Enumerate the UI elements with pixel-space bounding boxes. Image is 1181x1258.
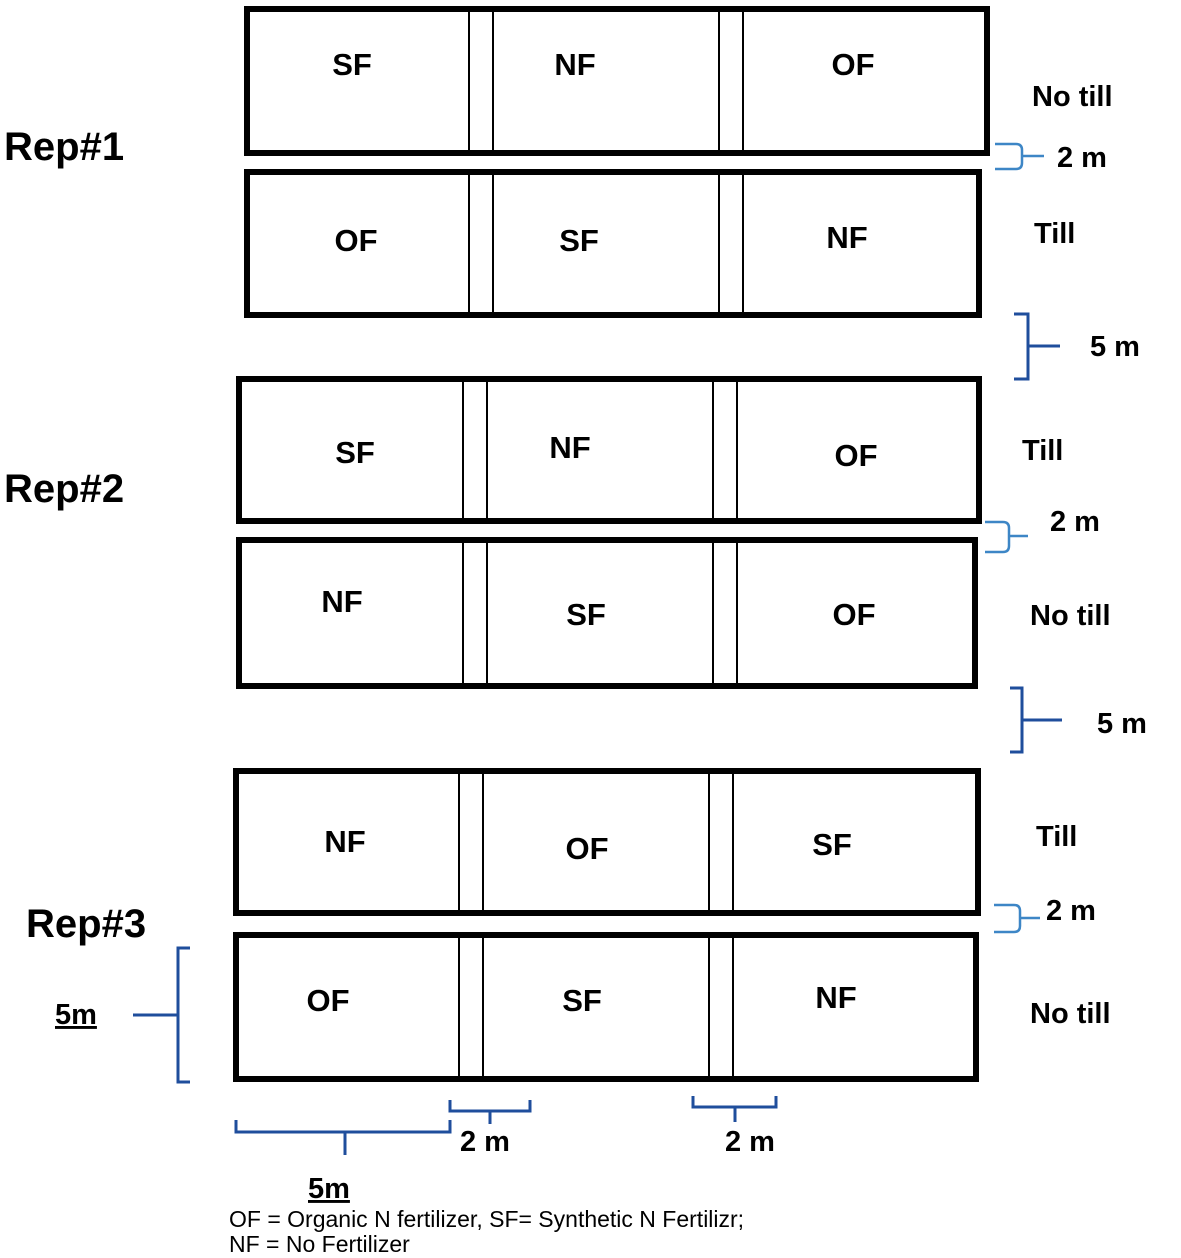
legend-line: OF = Organic N fertilizer, SF= Synthetic… <box>229 1206 744 1232</box>
tillage-label: Till <box>1022 435 1063 467</box>
plot-label: NF <box>815 980 856 1015</box>
plot-label: NF <box>554 47 595 82</box>
plot-width-label: 5m <box>308 1173 350 1205</box>
gap-bracket <box>1014 312 1060 381</box>
legend-line: NF = No Fertilizer <box>229 1231 410 1257</box>
gap-label: 5 m <box>1097 708 1147 740</box>
gap-label: 2 m <box>1046 895 1096 927</box>
gap-label: 2 m <box>1057 142 1107 174</box>
plot-label: NF <box>321 584 362 619</box>
plot-height-bracket <box>133 946 190 1084</box>
tillage-label: No till <box>1032 81 1113 113</box>
gap-bracket <box>994 903 1040 934</box>
plot-label: NF <box>324 824 365 859</box>
gap-bracket <box>1010 686 1062 754</box>
plot-label: OF <box>565 831 608 866</box>
rep-label: Rep#1 <box>4 125 124 169</box>
plot-width-bracket <box>234 1120 452 1155</box>
tillage-label: Till <box>1034 218 1075 250</box>
plot-label: OF <box>832 597 875 632</box>
rep1-strip-till: OF SF NF <box>244 169 982 318</box>
rep3-strip-notill: OF SF NF <box>233 932 979 1082</box>
tillage-label: Till <box>1036 821 1077 853</box>
plot-label: NF <box>549 430 590 465</box>
alley-bracket <box>448 1100 532 1124</box>
tillage-label: No till <box>1030 998 1111 1030</box>
plot-label: OF <box>306 983 349 1018</box>
rep-label: Rep#2 <box>4 467 124 511</box>
rep3-strip-till: NF OF SF <box>233 768 981 916</box>
rep-label: Rep#3 <box>26 902 146 946</box>
plot-label: NF <box>826 220 867 255</box>
plot-label: OF <box>831 47 874 82</box>
tillage-label: No till <box>1030 600 1111 632</box>
plot-label: SF <box>562 983 602 1018</box>
plot-label: OF <box>334 223 377 258</box>
rep2-strip-till: SF NF OF <box>236 376 982 524</box>
plot-label: SF <box>559 223 599 258</box>
plot-label: SF <box>812 827 852 862</box>
rep1-strip-notill: SF NF OF <box>244 6 990 156</box>
plot-label: OF <box>834 438 877 473</box>
gap-bracket <box>995 142 1044 171</box>
alley-label: 2 m <box>725 1126 775 1158</box>
gap-bracket <box>985 520 1028 554</box>
gap-label: 5 m <box>1090 331 1140 363</box>
gap-label: 2 m <box>1050 506 1100 538</box>
plot-label: SF <box>335 435 375 470</box>
plot-label: SF <box>566 597 606 632</box>
plot-height-label: 5m <box>55 999 97 1031</box>
alley-label: 2 m <box>460 1126 510 1158</box>
rep2-strip-notill: NF SF OF <box>236 537 978 689</box>
plot-label: SF <box>332 47 372 82</box>
alley-bracket <box>691 1096 778 1122</box>
